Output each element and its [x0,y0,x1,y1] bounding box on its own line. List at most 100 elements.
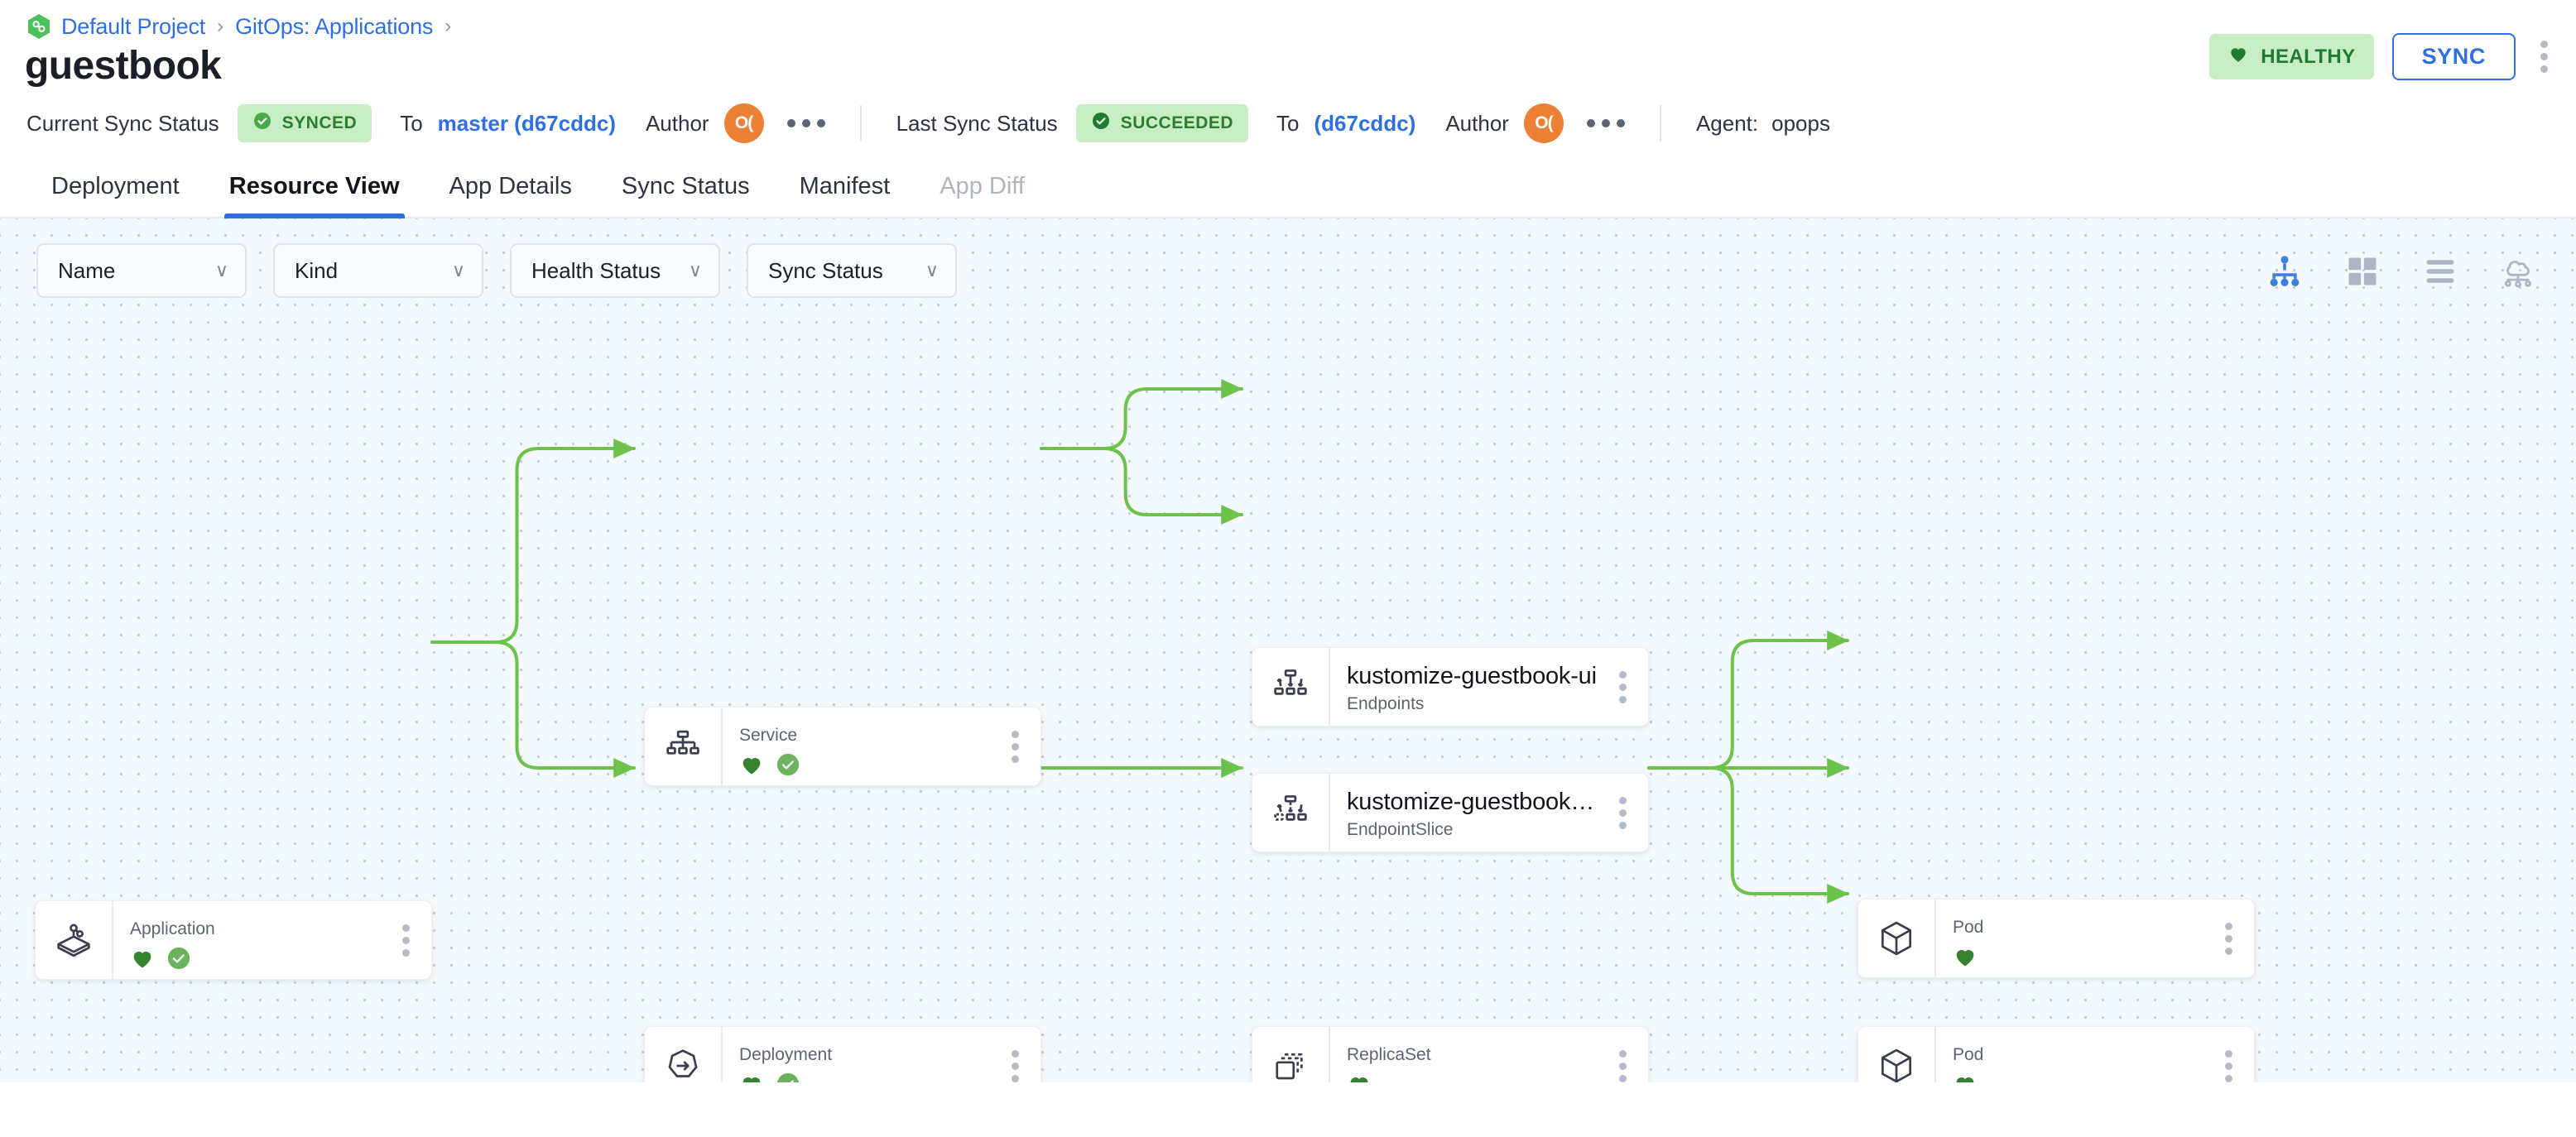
node-body: kustomize-guestbook-ui-… Pod [1934,1027,2203,1082]
node-kebab-icon[interactable] [1597,774,1648,852]
breadcrumb-separator-end: › [445,15,452,37]
graph-edge [1040,379,1243,450]
graph-node-endpointslice[interactable]: kustomize-guestbook-ui-… EndpointSlice [1252,773,1649,852]
current-kebab-horizontal-icon[interactable] [786,119,825,127]
tab-app-diff: App Diff [940,173,1025,199]
node-kebab-icon[interactable] [989,1027,1040,1082]
graph-node-application[interactable]: guestbookApplication [35,900,432,980]
filter-sync-status[interactable]: Sync Status∨ [747,243,957,298]
status-divider-1 [859,105,862,142]
check-circle-icon [252,111,272,136]
status-badge-health: HEALTHY [2209,34,2374,79]
kebab-vertical-icon[interactable] [2534,36,2554,78]
heart-icon [2228,43,2249,70]
breadcrumb: Default Project › GitOps: Applications › [0,0,2576,39]
node-body: guestbookApplication [112,901,380,979]
graph-edge [430,439,636,644]
list-view-icon[interactable] [2422,253,2458,290]
last-author-avatar[interactable]: O( [1523,103,1564,143]
filter-bar: Name∨Kind∨Health Status∨Sync Status∨ [36,243,957,298]
node-name: kustomize-guestbook-ui-… [1953,1039,2203,1042]
node-body: kustomize-guestbook-uiDeployment [721,1027,989,1082]
last-to-label: To [1276,110,1300,136]
graph-node-deployment[interactable]: kustomize-guestbook-uiDeployment [644,1026,1041,1082]
node-kebab-icon[interactable] [1597,1027,1648,1082]
node-name: kustomize-guestbook-ui [1347,663,1597,690]
node-kind: ReplicaSet [1347,1045,1431,1064]
view-mode-toggle-group [2266,253,2536,290]
health-heart-icon [739,752,764,777]
node-status-badges [739,752,989,777]
current-sync-status-label: Current Sync Status [26,110,219,136]
chevron-down-icon: ∨ [688,260,702,281]
pod-icon [1858,900,1934,977]
graph-node-service[interactable]: kustomize-guestbook-uiService [644,707,1041,786]
tab-bar: Deployment Resource View App Details Sync S… [0,161,2576,218]
graph-edge [1647,631,1849,770]
last-revision-link[interactable]: (d67cddc) [1314,110,1416,136]
node-status-badges [739,1072,989,1082]
last-sync-status-label: Last Sync Status [896,110,1058,136]
tab-app-details[interactable]: App Details [449,173,572,199]
breadcrumb-link-default-project[interactable]: Default Project [61,13,206,39]
node-kebab-icon[interactable] [380,901,431,979]
tab-deployment[interactable]: Deployment [51,173,180,199]
graph-node-pod[interactable]: kustomize-guestbook-ui-…Pod [1858,899,2255,978]
filter-kind[interactable]: Kind ∨ [273,243,483,298]
node-kind: Deployment [739,1045,833,1064]
filter-name-label: Name [58,257,116,283]
health-heart-icon [1953,944,1978,969]
filter-kind-label: Kind [295,257,339,283]
node-kind: Service [739,726,798,745]
health-badge-label: HEALTHY [2261,45,2356,68]
network-view-icon[interactable] [2500,253,2536,290]
graph-node-pod[interactable]: kustomize-guestbook-ui-… Pod [1858,1026,2255,1082]
current-revision-link[interactable]: master (d67cddc) [437,110,616,136]
sync-check-icon [166,946,191,971]
node-name: guestbook [130,913,380,916]
node-kind: EndpointSlice [1347,819,1454,839]
page-title: guestbook [25,44,222,88]
current-author-avatar[interactable]: O( [723,103,764,143]
project-hex-icon [26,13,51,40]
node-kind: Pod [1953,1045,1984,1064]
node-body: kustomize-guestbook-uiService [721,708,989,785]
tab-sync-status[interactable]: Sync Status [621,173,750,199]
breadcrumb-separator: › [217,15,224,37]
node-kebab-icon[interactable] [989,708,1040,785]
node-name: kustomize-guestbook-ui [739,719,989,722]
sync-status-bar: Current Sync Status SYNCED To master (d6… [0,89,2576,161]
filter-health-status[interactable]: Health Status∨ [510,243,720,298]
sync-button[interactable]: SYNC [2391,33,2516,80]
health-heart-icon [739,1072,764,1082]
current-sync-status-text: SYNCED [281,113,358,132]
breadcrumb-link-gitops-applications[interactable]: GitOps: Applications [235,13,434,39]
pod-icon [1858,1027,1934,1082]
node-name: kustomize-guestbook-ui-… [1347,789,1597,816]
node-status-badges [1953,944,2203,969]
grid-view-icon[interactable] [2344,253,2381,290]
node-kebab-icon[interactable] [2203,1027,2254,1082]
status-divider-2 [1659,105,1661,142]
tab-manifest[interactable]: Manifest [799,173,891,199]
chevron-down-icon: ∨ [451,260,465,281]
sync-check-icon [776,752,800,777]
graph-edge [430,640,636,778]
node-kebab-icon[interactable] [1597,648,1648,726]
node-name: kustomize-guestbook-ui-… [1347,1039,1597,1042]
node-status-badges [1953,1072,2203,1082]
node-kebab-icon[interactable] [2203,900,2254,977]
agent-label: Agent: [1695,110,1759,136]
filter-name[interactable]: Name∨ [36,243,247,298]
health-heart-icon [130,946,155,971]
last-kebab-horizontal-icon[interactable] [1586,119,1625,127]
graph-node-replicaset[interactable]: kustomize-guestbook-ui-… ReplicaSet [1252,1026,1649,1082]
node-kind: Application [130,919,215,938]
replicaset-icon [1252,1027,1329,1082]
tab-resource-view[interactable]: Resource View [204,161,425,218]
resource-graph-canvas[interactable]: Name∨Kind∨Health Status∨Sync Status∨ gue… [0,218,2576,1082]
tree-view-icon[interactable] [2266,253,2303,290]
node-name: kustomize-guestbook-ui-… [1953,911,2203,914]
